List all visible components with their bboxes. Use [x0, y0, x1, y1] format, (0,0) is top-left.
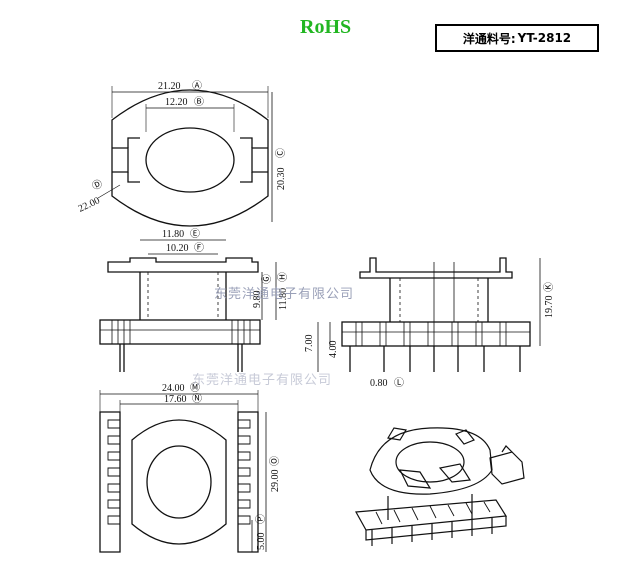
- top-inner-mark: Ⓑ: [194, 96, 204, 108]
- bottom-pitch-dim: 5.00: [256, 533, 267, 551]
- top-width-dim: 21.20: [158, 81, 181, 92]
- front-h2-dim: 11.80: [278, 288, 289, 310]
- part-number-value: YT-2812: [517, 31, 572, 45]
- side-pin2-dim: 4.00: [328, 341, 339, 359]
- top-inner-dim: 12.20: [165, 97, 188, 108]
- front-outer-mark: Ⓔ: [190, 228, 200, 240]
- front-h1-mark: Ⓖ: [261, 274, 273, 284]
- front-outer-dim: 11.80: [162, 229, 184, 240]
- part-number-box: 洋通料号: YT-2812: [435, 24, 599, 52]
- front-view: 11.80 Ⓔ 10.20 Ⓕ 9.80 Ⓖ 11.80 Ⓗ: [99, 228, 289, 372]
- front-h1-dim: 9.80: [252, 291, 263, 309]
- side-pin-d-mark: Ⓛ: [394, 377, 404, 389]
- bottom-height-dim: 29.00: [270, 470, 281, 493]
- bottom-height-mark: Ⓞ: [269, 456, 281, 466]
- top-view: 21.20 Ⓐ 12.20 Ⓑ 20.30 Ⓒ 22.00 Ⓓ: [77, 80, 287, 227]
- isometric-view: [355, 427, 525, 546]
- rohs-label: RoHS: [300, 16, 352, 38]
- bottom-inner-dim: 17.60: [164, 394, 187, 405]
- watermark-text-2: 东莞洋通电子有限公司: [192, 373, 332, 388]
- bottom-view: 24.00 Ⓜ 17.60 Ⓝ 29.00 Ⓞ 5.00 Ⓟ: [99, 382, 281, 553]
- front-h2-mark: Ⓗ: [277, 272, 289, 282]
- bottom-width-dim: 24.00: [162, 383, 185, 394]
- bottom-width-mark: Ⓜ: [190, 382, 200, 394]
- front-inner-mark: Ⓕ: [194, 242, 204, 254]
- front-inner-dim: 10.20: [166, 243, 189, 254]
- bottom-pitch-mark: Ⓟ: [255, 514, 267, 524]
- part-number-label: 洋通料号:: [462, 31, 516, 46]
- side-height-mark: Ⓚ: [543, 282, 555, 292]
- top-height-dim: 20.30: [276, 168, 287, 191]
- side-height-dim: 19.70: [544, 296, 555, 319]
- side-pin-dim: 7.00: [304, 335, 315, 353]
- watermark-text-1: 东莞洋通电子有限公司: [214, 287, 354, 302]
- top-width-mark: Ⓐ: [192, 80, 202, 92]
- top-dia-dim: 22.00: [77, 195, 102, 214]
- top-height-mark: Ⓒ: [275, 148, 287, 158]
- side-pin-d-dim: 0.80: [370, 378, 388, 389]
- side-view: 19.70 Ⓚ 7.00 4.00 0.80 Ⓛ: [304, 257, 555, 389]
- bottom-inner-mark: Ⓝ: [192, 393, 202, 405]
- top-dia-mark: Ⓓ: [90, 178, 104, 193]
